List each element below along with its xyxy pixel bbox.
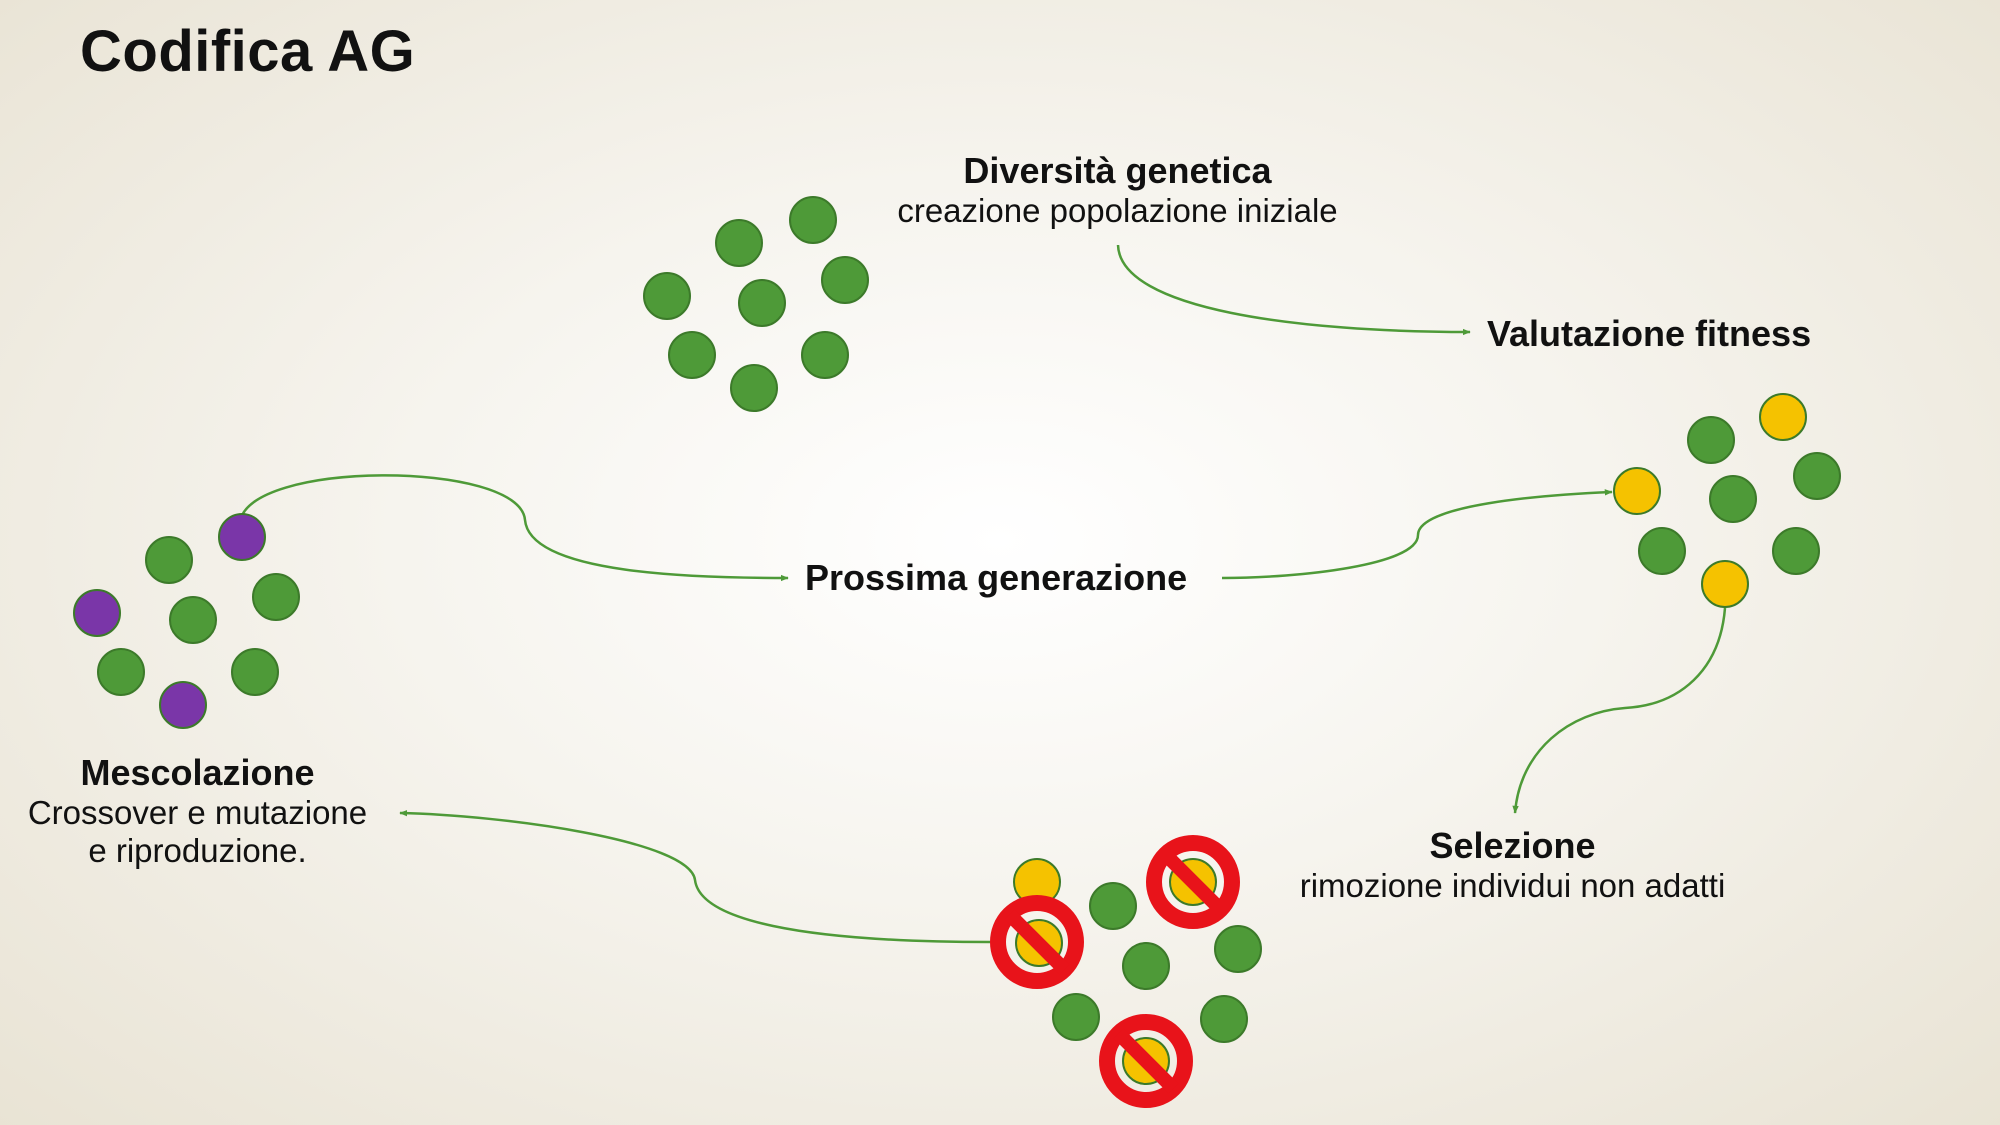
arrow-selection-to-mixing [399, 809, 991, 944]
unfit-individual [1613, 467, 1661, 515]
arrow-fitness-to-selection [1512, 607, 1727, 814]
stage-diversity-description: creazione popolazione iniziale [897, 192, 1338, 229]
stage-mixing-description-line1: Crossover e mutazione [27, 794, 368, 831]
fit-individual [668, 331, 716, 379]
population-individuals [73, 196, 1841, 1085]
fit-individual [1200, 995, 1248, 1043]
stage-next-generation-label: Prossima generazione [805, 557, 1188, 598]
fit-individual [1089, 882, 1137, 930]
stage-fitness-label: Valutazione fitness [1487, 313, 1812, 354]
prohibited-icon [990, 895, 1084, 989]
prohibited-icon [1146, 835, 1240, 929]
fit-individual [1214, 925, 1262, 973]
offspring-individual [218, 513, 266, 561]
fit-individual [169, 596, 217, 644]
fit-individual [730, 364, 778, 412]
fit-individual [1687, 416, 1735, 464]
fit-individual [821, 256, 869, 304]
offspring-individual [159, 681, 207, 729]
fit-individual [1052, 993, 1100, 1041]
arrow-diversity-to-fitness [1116, 244, 1471, 336]
fit-individual [1772, 527, 1820, 575]
initial-population [643, 196, 869, 412]
removed-individuals [990, 835, 1240, 1108]
fit-individual [801, 331, 849, 379]
stage-selection-description: rimozione individui non adatti [1299, 867, 1726, 904]
offspring-individual [73, 589, 121, 637]
prohibited-icon [1099, 1014, 1193, 1108]
fit-individual [1793, 452, 1841, 500]
fit-individual [97, 648, 145, 696]
stage-selection: Selezione rimozione individui non adatti [1260, 825, 1765, 905]
stage-diversity-label: Diversità genetica [963, 150, 1272, 191]
stage-mixing-label: Mescolazione [80, 752, 315, 793]
fit-individual [1709, 475, 1757, 523]
fit-individual [643, 272, 691, 320]
arrow-mixing-to-next-generation [238, 474, 789, 582]
unfit-individual [1759, 393, 1807, 441]
page-title: Codifica AG [80, 19, 416, 84]
stage-diversity: Diversità genetica creazione popolazione… [870, 150, 1365, 230]
mixed-population [73, 513, 300, 729]
fit-individual [1638, 527, 1686, 575]
arrow-next-generation-to-fitness [1221, 489, 1613, 580]
fit-individual [789, 196, 837, 244]
evaluated-population [1613, 393, 1841, 608]
flow-arrows [238, 244, 1727, 944]
fit-individual [738, 279, 786, 327]
fit-individual [1122, 942, 1170, 990]
fit-individual [715, 219, 763, 267]
fit-individual [252, 573, 300, 621]
fit-individual [231, 648, 279, 696]
stage-selection-label: Selezione [1429, 825, 1596, 866]
fit-individual [145, 536, 193, 584]
unfit-individual [1701, 560, 1749, 608]
stage-mixing-description-line2: e riproduzione. [88, 832, 307, 869]
stage-mixing: Mescolazione Crossover e mutazione e rip… [0, 752, 395, 870]
